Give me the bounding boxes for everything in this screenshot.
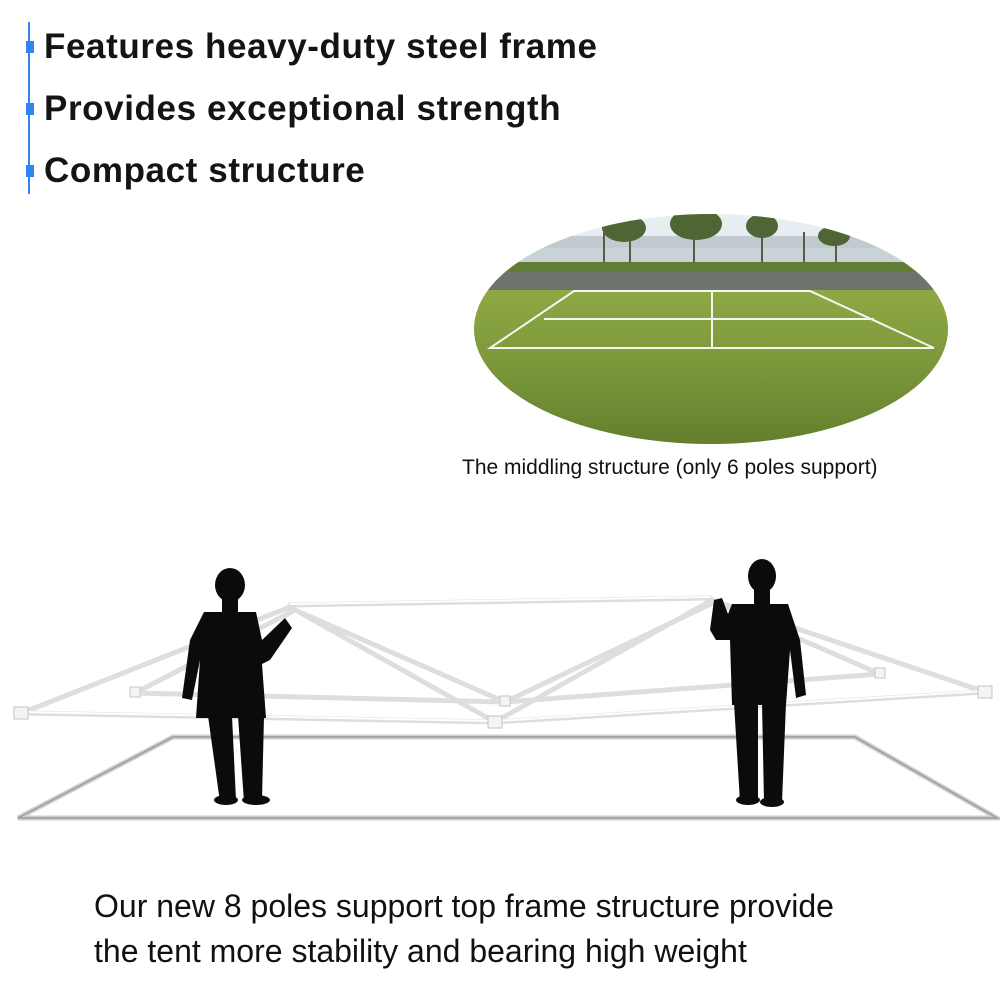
frame-outline xyxy=(486,290,935,349)
tent-frame-illustration xyxy=(13,559,1000,821)
description-line: Our new 8 poles support top frame struct… xyxy=(94,888,834,924)
tree-line xyxy=(602,214,850,246)
feature-item: Provides exceptional strength xyxy=(26,84,561,134)
ground-outline xyxy=(16,734,1000,821)
feature-item: Compact structure xyxy=(26,146,365,196)
person-left-silhouette xyxy=(182,568,292,805)
feature-text: Provides exceptional strength xyxy=(44,89,562,128)
grass-frame-photo xyxy=(474,214,948,444)
bullet-marker-icon xyxy=(26,41,34,53)
feature-text: Compact structure xyxy=(44,151,366,190)
bullet-marker-icon xyxy=(26,103,34,115)
photo-caption: The middling structure (only 6 poles sup… xyxy=(462,456,878,479)
description-line: the tent more stability and bearing high… xyxy=(94,933,747,969)
feature-list: Features heavy-duty steel frame Provides… xyxy=(26,22,726,194)
frame-joints xyxy=(13,667,993,729)
feature-text: Features heavy-duty steel frame xyxy=(44,27,598,66)
feature-item: Features heavy-duty steel frame xyxy=(26,22,598,72)
person-right-silhouette xyxy=(710,559,806,807)
description: Our new 8 poles support top frame struct… xyxy=(94,884,974,974)
bullet-marker-icon xyxy=(26,165,34,177)
